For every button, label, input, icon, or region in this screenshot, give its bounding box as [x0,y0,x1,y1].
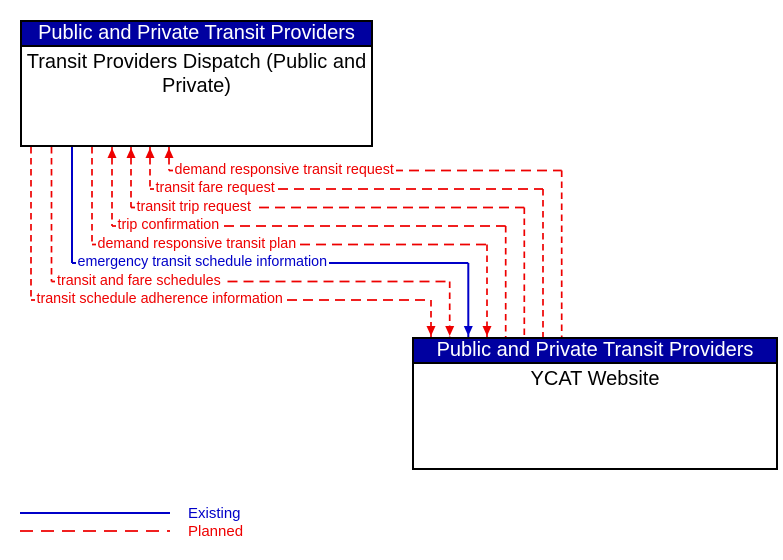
flow-label[interactable]: demand responsive transit request [172,161,396,178]
flow-label[interactable]: transit trip request [134,198,253,215]
arrowhead-up-icon [107,148,117,158]
entity-header: Public and Private Transit Providers [22,22,371,47]
flow-label[interactable]: transit schedule adherence information [34,291,285,308]
entity-name: YCAT Website [530,368,660,390]
arrowhead-up-icon [164,148,174,158]
legend-label-planned: Planned [188,523,244,541]
arrowhead-down-icon [463,326,473,336]
arrowhead-down-icon [426,326,436,336]
arrowhead-down-icon [482,326,492,336]
flow-label[interactable]: demand responsive transit plan [95,235,299,252]
arrowhead-up-icon [126,148,136,158]
flow-label[interactable]: transit and fare schedules [55,272,223,289]
arrowhead-down-icon [445,326,455,336]
legend-label-existing: Existing [188,505,241,523]
entity-name: Transit Providers Dispatch (Public and P… [26,51,367,97]
arrowhead-up-icon [145,148,155,158]
entity-header: Public and Private Transit Providers [414,339,776,364]
flow-label[interactable]: trip confirmation [115,217,222,234]
entity-box-dispatch[interactable]: Public and Private Transit Providers Tra… [20,20,373,147]
flow-label[interactable]: emergency transit schedule information [75,254,330,271]
entity-box-ycat-website[interactable]: Public and Private Transit Providers YCA… [412,337,778,470]
flow-label[interactable]: transit fare request [153,180,277,197]
